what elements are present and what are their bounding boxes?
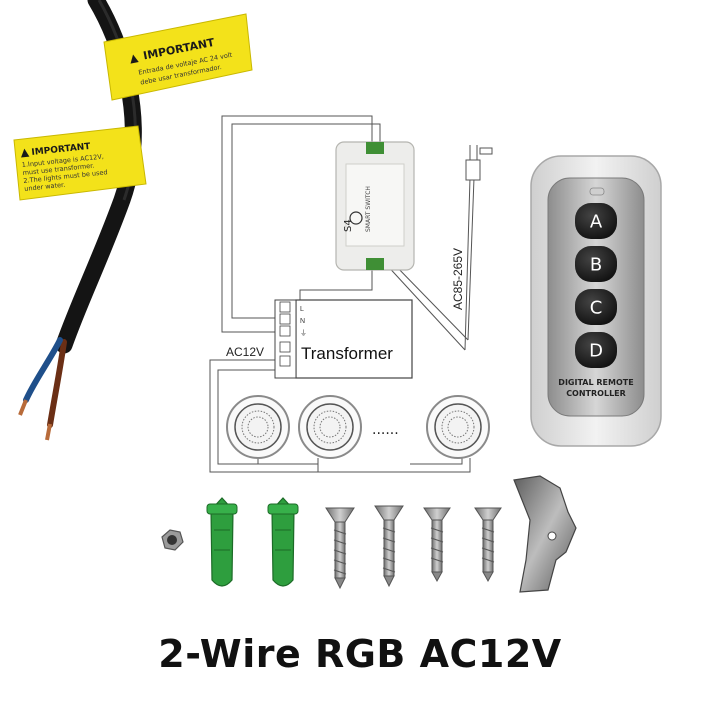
warning-tag-upper: ▲ IMPORTANT Entrada de voltaje AC 24 vol…: [103, 13, 253, 101]
wall-anchor-1: [206, 497, 238, 587]
wall-anchor-2: [267, 497, 299, 587]
svg-text:D: D: [589, 341, 603, 362]
terminal-label-n: N: [300, 318, 305, 325]
svg-text:B: B: [590, 255, 602, 276]
wiring-diagram: [209, 115, 475, 473]
mains-plug-symbol: [465, 145, 493, 181]
terminal-label-ground: ⏚: [300, 329, 307, 337]
remote-label-line1: DIGITAL REMOTE: [558, 378, 633, 387]
terminal-label-l: L: [300, 306, 304, 313]
input-voltage-label: AC85-265V: [451, 248, 465, 310]
remote-button-d: D: [575, 332, 617, 368]
switch-text: SMART SWITCH: [365, 186, 372, 232]
screw-4: [474, 507, 502, 583]
warning-tag-lower: ▲ IMPORTANT 1.Input voltage is AC12V, mu…: [13, 125, 147, 201]
screw-2: [374, 505, 404, 588]
warning-icon: ▲: [20, 145, 30, 159]
warning-icon: ▲: [128, 51, 139, 65]
mounting-bracket: [513, 475, 577, 593]
remote-button-b: B: [575, 246, 617, 282]
pool-light-2: [298, 395, 362, 459]
pool-light-3: [426, 395, 490, 459]
more-lights-ellipsis: ......: [372, 422, 399, 438]
product-caption: 2-Wire RGB AC12V: [158, 632, 562, 676]
screw-3: [423, 507, 451, 583]
smart-switch-module: S4 SMART SWITCH: [335, 141, 415, 271]
remote-button-a: A: [575, 203, 617, 239]
svg-text:A: A: [590, 212, 603, 233]
pool-light-1: [226, 395, 290, 459]
ac12v-label: AC12V: [226, 345, 264, 359]
hex-nut: [161, 529, 184, 551]
screw-1: [325, 507, 355, 590]
remote-button-c: C: [575, 289, 617, 325]
transformer-block: L N ⏚ Transformer: [274, 299, 413, 379]
remote-label-line2: CONTROLLER: [566, 389, 626, 398]
remote-controller: A B C D DIGITAL REMOTE CONTROLLER: [530, 155, 662, 447]
transformer-label: Transformer: [301, 344, 393, 363]
switch-brand: S4: [343, 219, 354, 232]
svg-text:C: C: [590, 298, 603, 319]
